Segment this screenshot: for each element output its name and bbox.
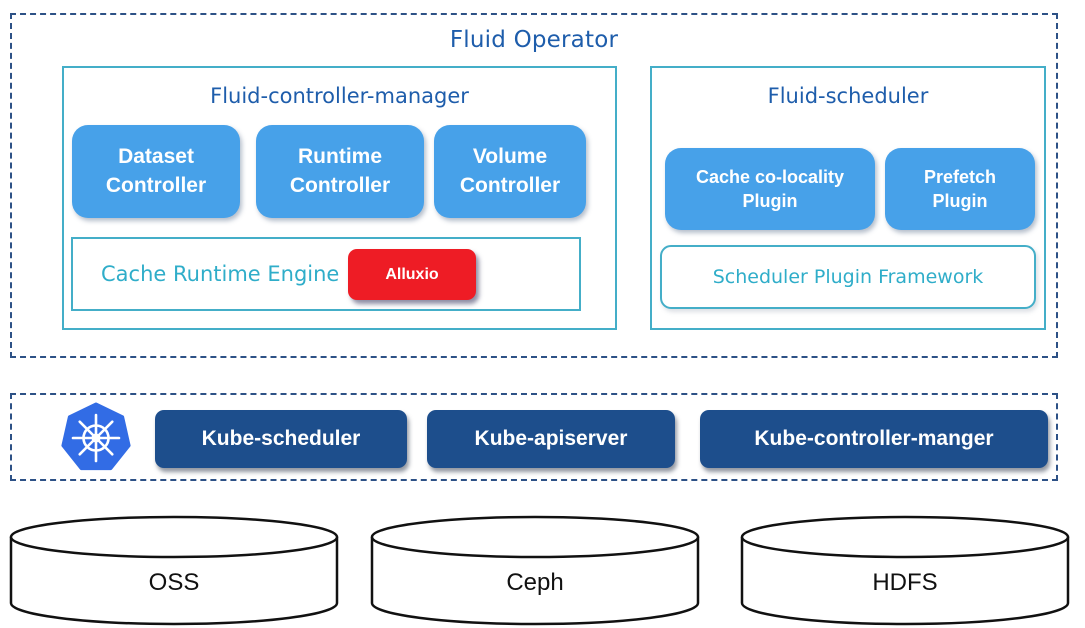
oss-label: OSS [149, 569, 200, 596]
fluid-scheduler-box: Fluid-scheduler Cache co-locality Plugin… [650, 66, 1046, 330]
hdfs-label: HDFS [872, 569, 937, 596]
scheduler-plugin-framework-label: Scheduler Plugin Framework [712, 266, 984, 288]
ceph-label: Ceph [506, 569, 563, 596]
fluid-controller-manager-box: Fluid-controller-manager Dataset Control… [62, 66, 617, 330]
runtime-controller-label: Runtime Controller [289, 145, 391, 197]
volume-controller-node: Volume Controller [434, 125, 586, 218]
oss-storage-cylinder: OSS [9, 515, 339, 626]
kube-scheduler-label: Kube-scheduler [201, 427, 361, 450]
kube-controller-manager-node: Kube-controller-manger [700, 410, 1048, 468]
dataset-controller-label: Dataset Controller [105, 145, 207, 197]
runtime-controller-node: Runtime Controller [256, 125, 424, 218]
kube-apiserver-label: Kube-apiserver [474, 427, 628, 450]
fluid-scheduler-title: Fluid-scheduler [767, 84, 929, 108]
scheduler-plugin-framework-box: Scheduler Plugin Framework [660, 245, 1036, 309]
kube-apiserver-node: Kube-apiserver [427, 410, 675, 468]
volume-controller-label: Volume Controller [459, 145, 561, 197]
cache-runtime-engine-box: Cache Runtime Engine Alluxio [71, 237, 581, 311]
cache-co-locality-plugin-node: Cache co-locality Plugin [665, 148, 875, 230]
fluid-operator-title: Fluid Operator [449, 27, 619, 53]
kubernetes-box: Kube-scheduler Kube-apiserver Kube-contr… [10, 393, 1058, 481]
fluid-controller-manager-title: Fluid-controller-manager [210, 84, 469, 108]
hdfs-storage-cylinder: HDFS [740, 515, 1070, 626]
dataset-controller-node: Dataset Controller [72, 125, 240, 218]
fluid-operator-box: Fluid Operator Fluid-controller-manager … [10, 13, 1058, 358]
prefetch-plugin-node: Prefetch Plugin [885, 148, 1035, 230]
cache-co-locality-plugin-label: Cache co-locality Plugin [695, 166, 845, 211]
kubernetes-logo-icon [61, 402, 131, 471]
prefetch-plugin-label: Prefetch Plugin [923, 166, 997, 211]
alluxio-label: Alluxio [385, 265, 439, 283]
kube-scheduler-node: Kube-scheduler [155, 410, 407, 468]
kube-controller-manager-label: Kube-controller-manger [754, 427, 994, 450]
alluxio-node: Alluxio [348, 249, 476, 300]
ceph-storage-cylinder: Ceph [370, 515, 700, 626]
cache-runtime-engine-label: Cache Runtime Engine [101, 262, 340, 286]
